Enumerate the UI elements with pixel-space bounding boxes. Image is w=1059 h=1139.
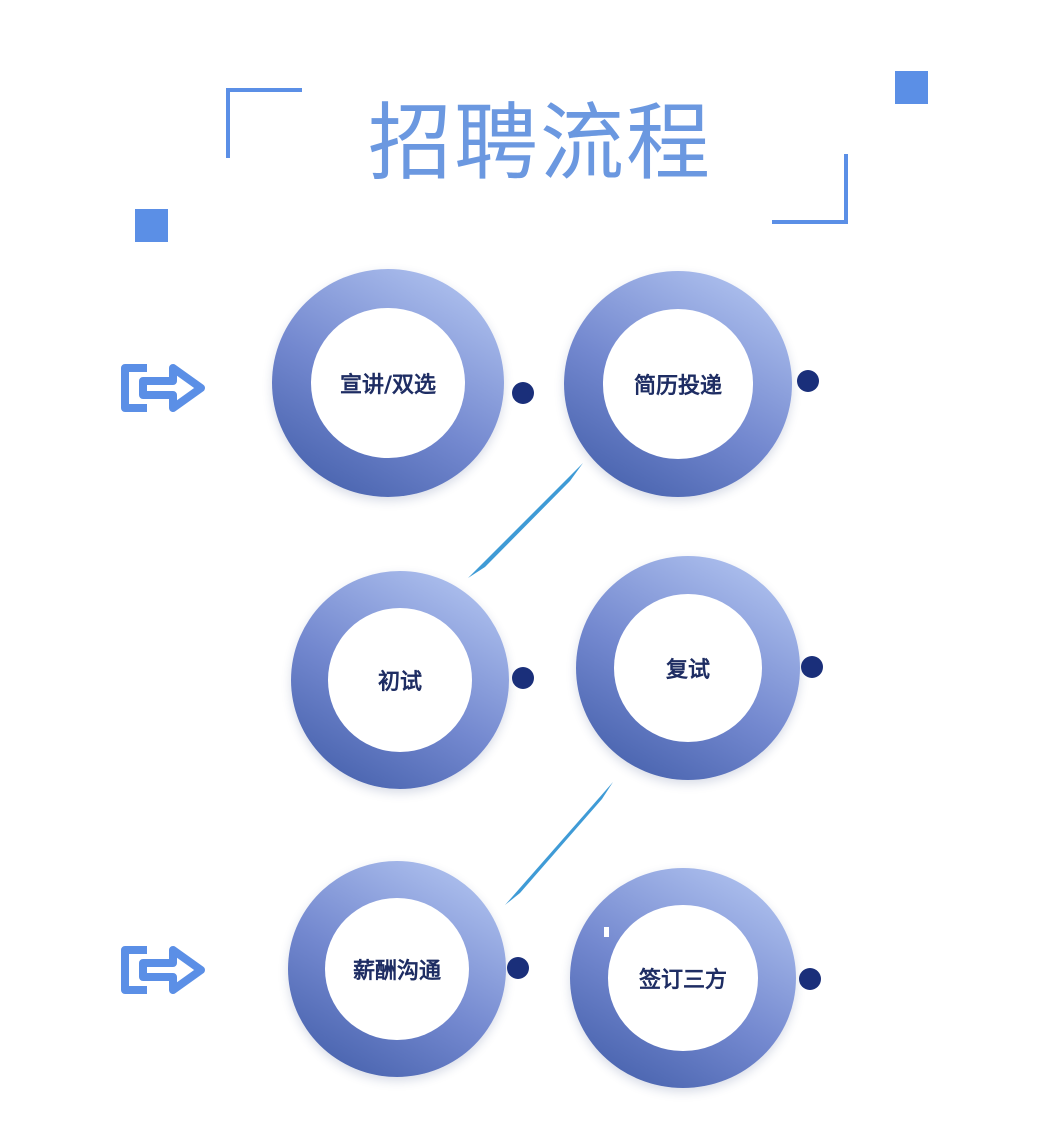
step-4-label: 复试 (665, 657, 710, 683)
step-3-ring: 初试 (291, 571, 509, 789)
step-5-dot (507, 957, 529, 979)
step-4-inner: 复试 (614, 594, 762, 742)
step-1-ring: 宣讲/双选 (272, 269, 504, 497)
title-bracket-bottom-right (772, 154, 848, 224)
step-2-inner: 简历投递 (602, 309, 754, 459)
step-2-ring: 简历投递 (564, 271, 792, 497)
step-1-label: 宣讲/双选 (339, 372, 437, 398)
step-6-ring: 签订三方 (570, 868, 796, 1088)
step-3-dot (512, 667, 534, 689)
step-2-dot (797, 370, 819, 392)
step-6-highlight-mark (604, 927, 609, 937)
step-5-label: 薪酬沟通 (352, 958, 441, 984)
step-5-inner: 薪酬沟通 (325, 897, 469, 1041)
step-4-ring: 复试 (576, 556, 800, 780)
step-4-dot (801, 656, 823, 678)
connector-step2-to-step3 (468, 463, 583, 578)
step-5-ring: 薪酬沟通 (288, 861, 506, 1077)
step-1-inner: 宣讲/双选 (311, 307, 465, 459)
exit-arrow-icon (121, 364, 205, 412)
exit-arrow-icon (121, 946, 205, 994)
step-2-label: 简历投递 (633, 373, 722, 399)
step-6-inner: 签订三方 (608, 905, 758, 1051)
decor-square-top-right (895, 71, 928, 104)
step-3-label: 初试 (377, 669, 422, 695)
step-6-label: 签订三方 (638, 967, 727, 993)
step-1-dot (512, 382, 534, 404)
title-bracket-top-left (226, 88, 302, 158)
step-3-inner: 初试 (328, 608, 472, 752)
decor-square-left (135, 209, 168, 242)
step-6-dot (799, 968, 821, 990)
connector-step4-to-step5 (505, 782, 613, 905)
page-title: 招聘流程 (367, 94, 712, 192)
